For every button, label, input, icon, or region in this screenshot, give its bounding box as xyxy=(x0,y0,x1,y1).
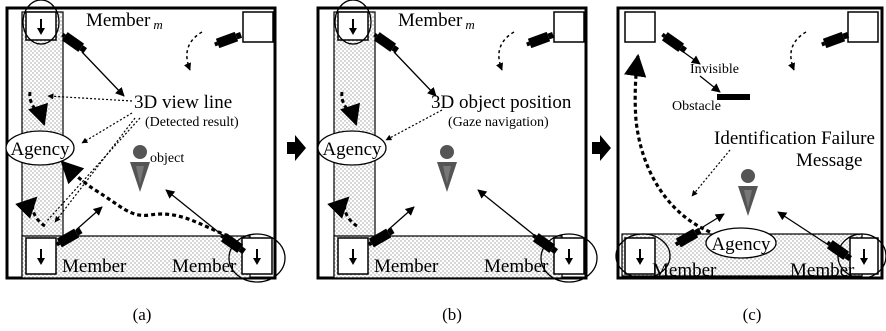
camera-icon xyxy=(371,30,401,55)
rotation-arc xyxy=(788,31,807,71)
agency-oval xyxy=(5,130,75,166)
navigation-path xyxy=(624,53,711,234)
position-sublabel: (Gaze navigation) xyxy=(448,115,549,130)
navigation-path xyxy=(340,91,360,126)
camera-icon xyxy=(659,30,689,55)
transition-arrow xyxy=(287,135,306,161)
member-bottom-right-label: Member xyxy=(484,256,549,277)
rotation-arc xyxy=(496,31,515,71)
camera-icon xyxy=(820,30,850,50)
leader-line xyxy=(691,149,731,197)
transition-arrow xyxy=(592,135,611,161)
view-line-label: 3D view line xyxy=(134,92,232,113)
camera-view-arrow xyxy=(677,47,701,65)
camera-icon xyxy=(213,30,243,50)
navigation-path xyxy=(15,196,46,228)
agency-label: Agency xyxy=(711,234,771,255)
member-highlight-oval xyxy=(615,233,671,279)
object-figure xyxy=(437,145,457,192)
leader-line xyxy=(45,117,141,223)
member-bottom-left-label: Member xyxy=(62,256,127,277)
camera-icon xyxy=(59,30,89,55)
camera-view-arrow xyxy=(699,75,721,93)
position-label: 3D object position xyxy=(431,92,572,113)
member-square xyxy=(624,11,656,43)
object-figure xyxy=(738,169,758,216)
leader-line xyxy=(385,109,443,141)
navigation-path xyxy=(28,91,48,126)
camera-view-arrow xyxy=(165,189,223,236)
member-highlight-oval xyxy=(540,233,598,283)
member-highlight-oval xyxy=(22,0,60,45)
camera-icon xyxy=(525,30,555,50)
agency-label: Agency xyxy=(322,139,382,160)
panel-c: Agency Invisible Obstacle Identification… xyxy=(615,6,886,324)
leader-line xyxy=(81,112,133,144)
member-square xyxy=(242,11,274,43)
member-bottom-left-label: Member xyxy=(374,256,439,277)
member-bottom-right-label: Member xyxy=(172,256,237,277)
failure-label-line1: Identification Failure xyxy=(714,128,875,149)
member-bottom-left-label: Member xyxy=(652,260,717,281)
panel-caption: (b) xyxy=(442,305,462,324)
member-highlight-oval xyxy=(228,233,286,283)
member-highlight-oval xyxy=(334,0,372,45)
member-bottom-right-label: Member xyxy=(790,260,855,281)
panel-caption: (a) xyxy=(133,305,152,324)
camera-view-arrow xyxy=(387,206,415,231)
camera-view-arrow xyxy=(393,51,437,97)
camera-view-arrow xyxy=(477,189,535,236)
agency-label: Agency xyxy=(10,139,70,160)
object-figure xyxy=(130,145,150,192)
agency-oval xyxy=(317,130,387,166)
navigation-path xyxy=(60,160,229,238)
leader-line xyxy=(54,117,136,223)
room-border xyxy=(616,6,884,280)
rotation-arc xyxy=(184,31,203,71)
obstacle-bar xyxy=(717,94,750,100)
member-square xyxy=(847,11,879,43)
object-label: object xyxy=(150,151,184,166)
agency-oval xyxy=(705,227,777,259)
camera-view-arrow xyxy=(777,211,831,247)
panel-caption: (c) xyxy=(743,305,762,324)
failure-label-line2: Message xyxy=(796,150,862,171)
member-square xyxy=(553,11,585,43)
camera-view-arrow xyxy=(81,51,125,97)
camera-view-arrow xyxy=(75,206,103,231)
invisible-label: Invisible xyxy=(690,62,739,77)
navigation-path xyxy=(327,196,358,228)
obstacle-label: Obstacle xyxy=(672,99,721,114)
view-line-sublabel: (Detected result) xyxy=(145,115,239,130)
